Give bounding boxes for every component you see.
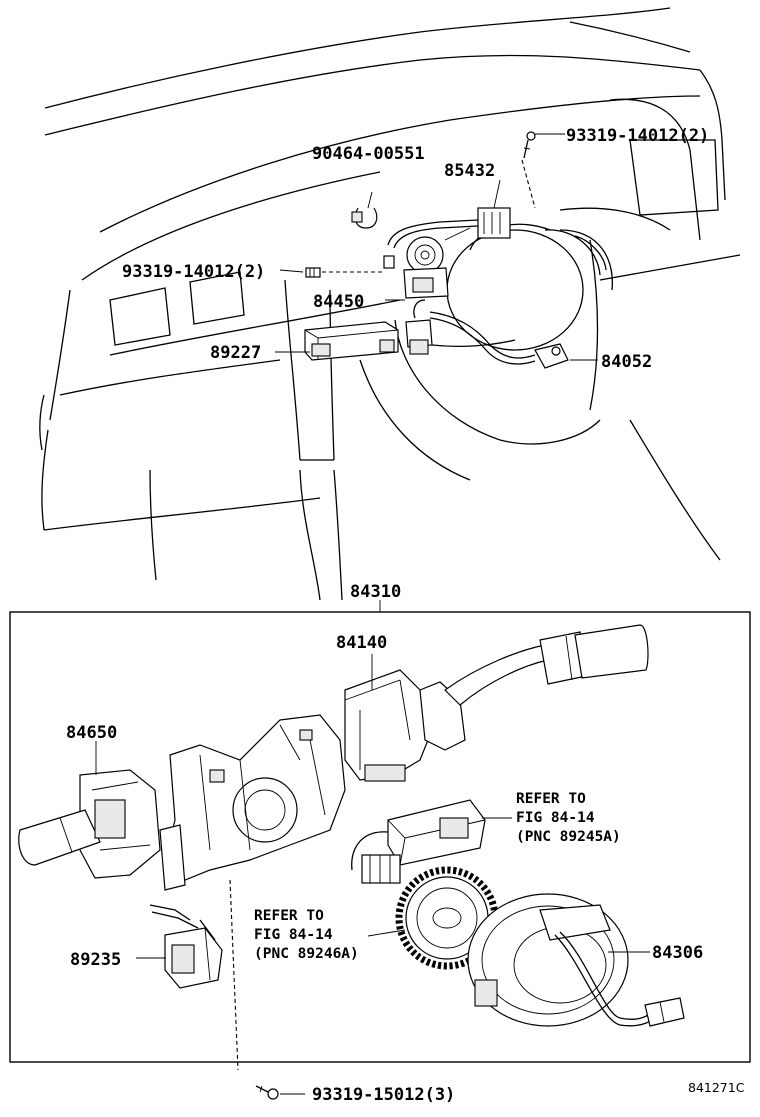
- callout-93319-mid: 93319-14012(2): [122, 262, 265, 282]
- callout-84310: 84310: [350, 582, 401, 602]
- refer-right-line3: (PNC 89245A): [516, 829, 621, 845]
- callout-84052: 84052: [601, 352, 652, 372]
- refer-left-line2: FIG 84-14: [254, 927, 333, 943]
- refer-left-line3: (PNC 89246A): [254, 946, 359, 962]
- callout-93319-top: 93319-14012(2): [566, 126, 709, 146]
- callout-93319-bottom: 93319-15012(3): [312, 1085, 455, 1105]
- ignition-switch: [406, 236, 444, 274]
- callout-89227: 89227: [210, 343, 261, 363]
- screw-icon: [523, 131, 536, 159]
- switch-84140: [344, 624, 649, 782]
- assembly-frame: [9, 611, 751, 1063]
- spiral-cable-84306: [467, 893, 685, 1027]
- switch-84650: [18, 769, 161, 879]
- callout-85432: 85432: [444, 161, 495, 181]
- refer-right-line2: FIG 84-14: [516, 810, 595, 826]
- connector-84052: [534, 343, 569, 369]
- module-89245a: [351, 799, 486, 884]
- bolt-icon: [305, 267, 321, 278]
- switch-bracket: [159, 714, 346, 891]
- callout-84306: 84306: [652, 943, 703, 963]
- callout-84140: 84140: [336, 633, 387, 653]
- figure-code: 841271C: [688, 1080, 745, 1095]
- dashboard-illustration: [39, 7, 741, 601]
- switch-89235: [149, 904, 223, 989]
- callout-84450: 84450: [313, 292, 364, 312]
- callout-89235: 89235: [70, 950, 121, 970]
- refer-right-line1: REFER TO: [516, 791, 586, 807]
- callout-84650: 84650: [66, 723, 117, 743]
- callout-90464: 90464-00551: [312, 144, 425, 164]
- leader-lines-top: [275, 133, 598, 612]
- connector-85432: [477, 207, 511, 239]
- screw-icon: [255, 1085, 279, 1100]
- harness-parts: [304, 131, 569, 369]
- refer-left-line1: REFER TO: [254, 908, 324, 924]
